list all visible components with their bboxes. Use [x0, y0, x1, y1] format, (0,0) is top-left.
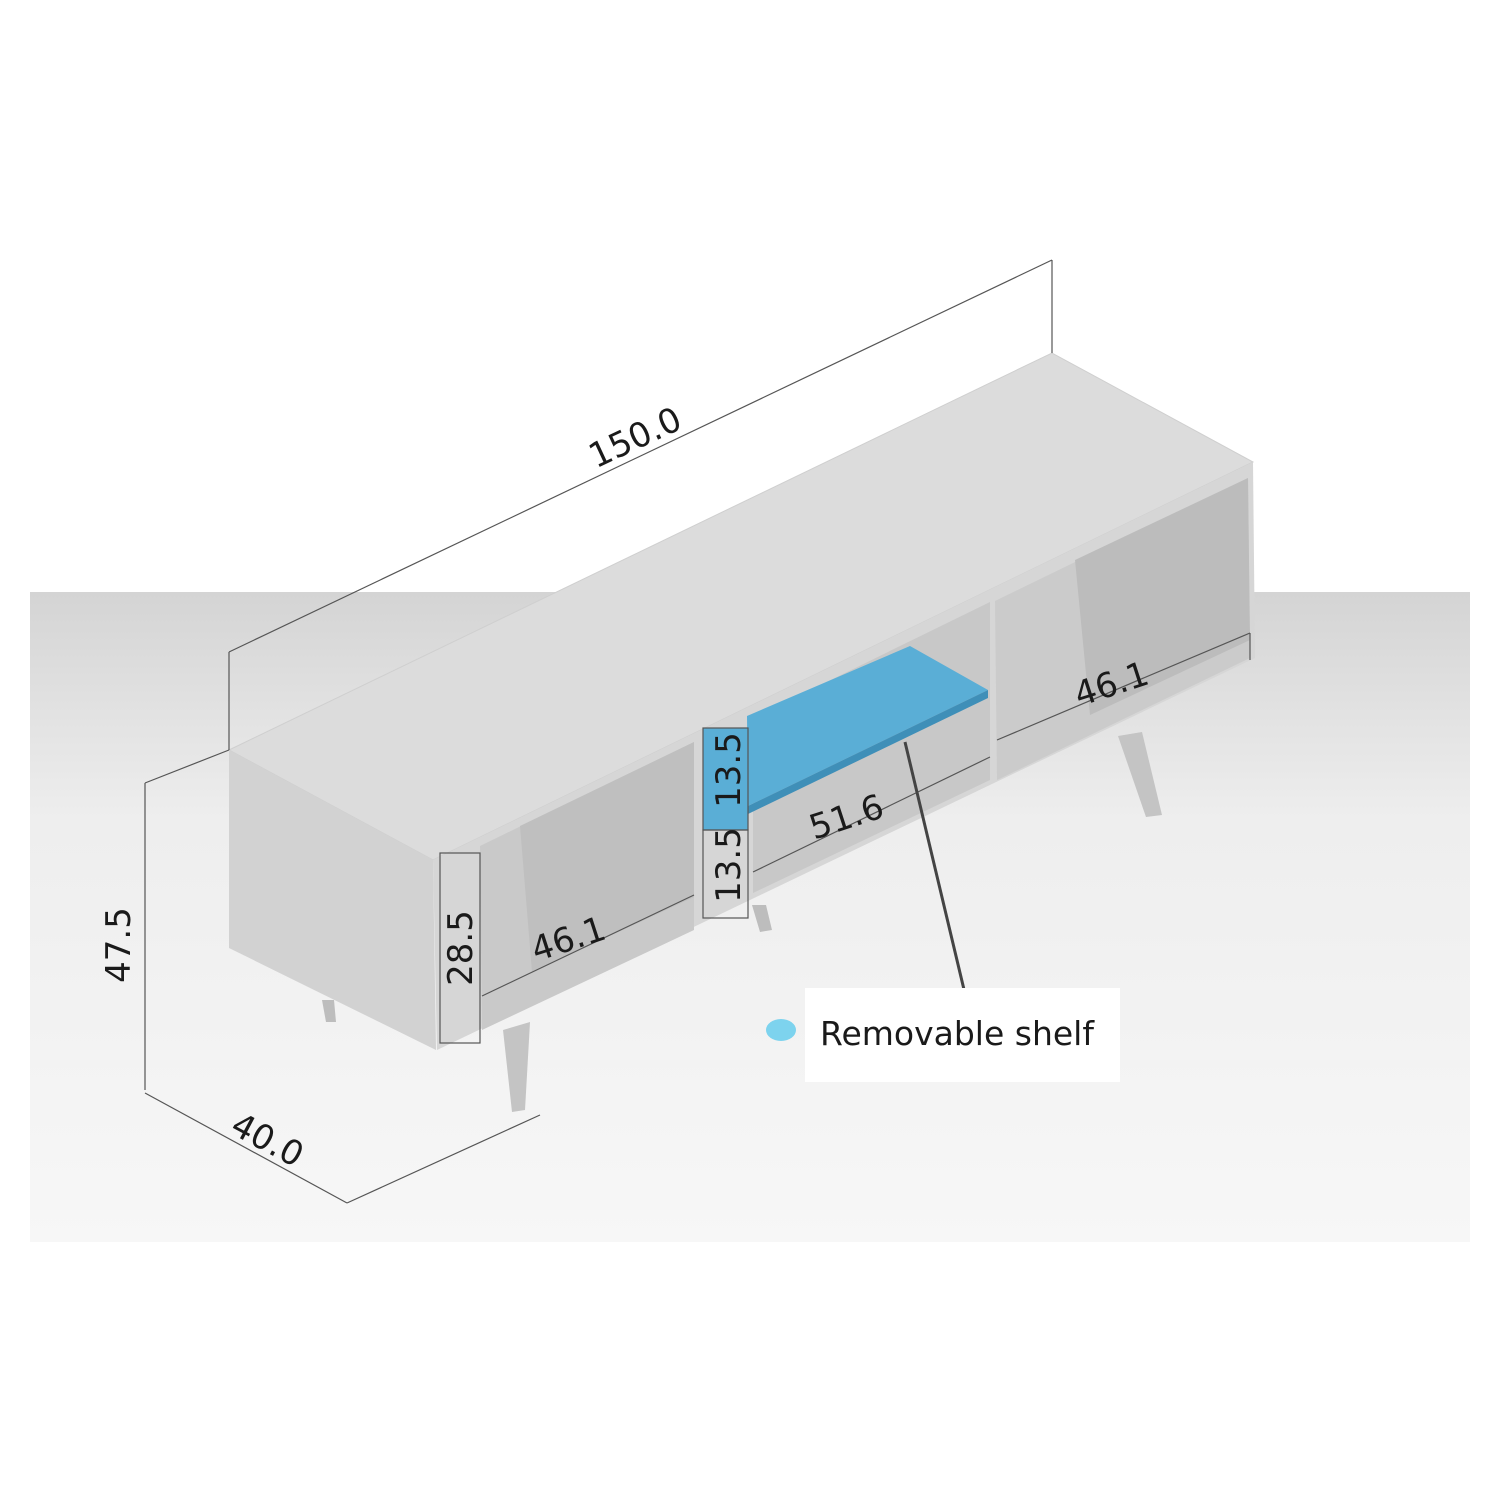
dim-line-height-top-ext [144, 749, 230, 784]
label-middle-lower-height: 13.5 [709, 827, 749, 903]
dim-line-right-width [996, 632, 1251, 741]
back-leg-left [322, 1000, 336, 1022]
dim-line-width [228, 259, 1053, 653]
removable-shelf-edge [748, 690, 988, 814]
dim-line-left-width [481, 894, 695, 997]
label-left-height: 28.5 [441, 910, 481, 986]
label-overall-height: 47.5 [99, 907, 139, 983]
dimension-lines [144, 259, 1251, 1204]
dim-line-middle-width [752, 756, 991, 873]
back-leg-center [752, 905, 772, 932]
dim-box-middle-lower [702, 829, 749, 919]
legend-swatch-icon [766, 1019, 796, 1041]
dim-line-depth-ext [346, 1114, 541, 1204]
leader-line [903, 741, 968, 999]
legend-label: Removable shelf [820, 1014, 1094, 1053]
dim-box-left-height [439, 852, 481, 1044]
removable-shelf [747, 646, 988, 806]
label-overall-width: 150.0 [583, 399, 688, 476]
dim-line-depth [144, 1092, 348, 1204]
cabinet-left-end [229, 750, 436, 1050]
legend-box [805, 988, 1120, 1082]
front-leg-right [1118, 732, 1162, 817]
compartment-left-inner [520, 742, 694, 972]
compartment-right-inner [1075, 478, 1250, 715]
shelf-dim-highlight [703, 728, 748, 830]
label-middle-upper-height: 13.5 [709, 732, 749, 808]
front-leg-left [503, 1022, 530, 1112]
